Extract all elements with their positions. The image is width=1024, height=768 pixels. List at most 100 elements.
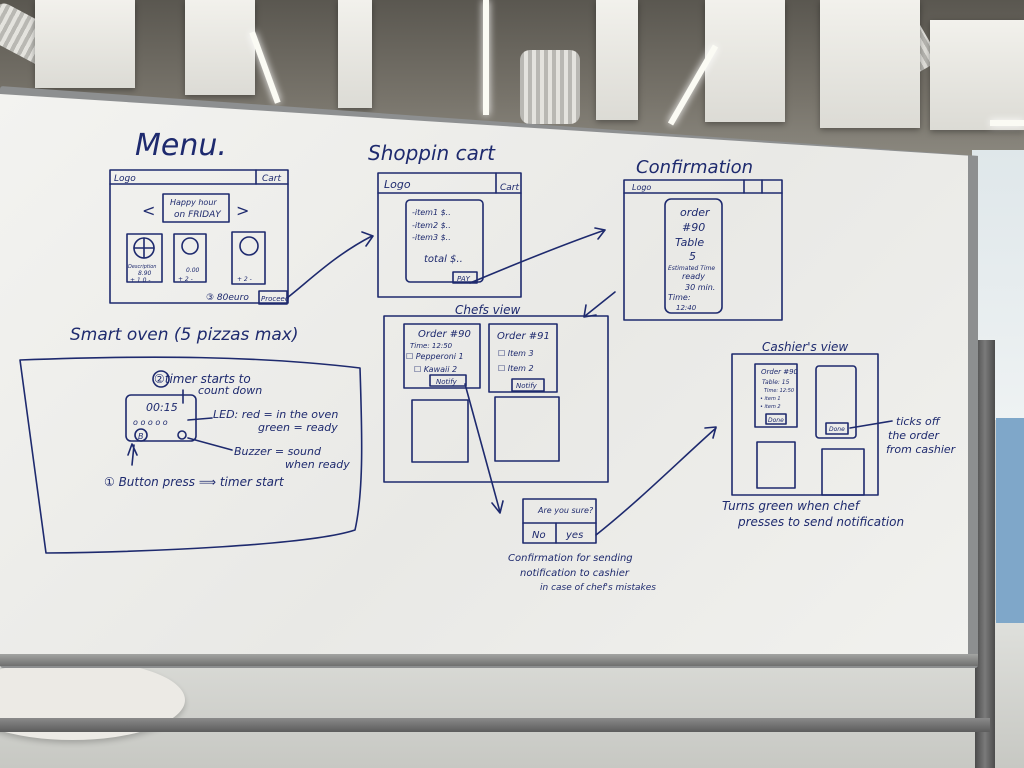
- oven-button[interactable]: [134, 428, 148, 442]
- cashier-view-wireframe: Cashier's view Order #90 Table: 15 Time:…: [722, 340, 957, 529]
- confirmation-order-number: #90: [682, 221, 705, 234]
- button-pointer: [127, 443, 138, 466]
- cashier-order-slot-3: [756, 441, 796, 489]
- ceiling-panel: [338, 0, 372, 108]
- menu-nav-next[interactable]: >: [236, 201, 249, 220]
- menu-item-3-qty[interactable]: + 2 -: [237, 276, 252, 283]
- dish-icon: [181, 237, 199, 255]
- cashier-note-3: from cashier: [886, 443, 957, 456]
- cashier-order-slot-4: [821, 448, 865, 496]
- oven-led-note-2: green = ready: [258, 421, 338, 434]
- menu-banner: [162, 193, 230, 223]
- cashier-done-button-1[interactable]: [765, 413, 787, 425]
- whiteboard: [0, 94, 968, 654]
- ceiling-panel: [930, 20, 1024, 130]
- cashier-order-card: [754, 363, 798, 428]
- cashier-card-item-1: • item 1: [760, 396, 781, 402]
- menu-wireframe: Menu. Logo Cart < > Happy hour on FRIDAY…: [109, 128, 290, 305]
- ceiling-panel: [596, 0, 638, 120]
- menu-item-card-1: [126, 233, 163, 283]
- confirmation-time-label: Time:: [668, 293, 691, 302]
- arrow-notify-to-dialog: [464, 383, 504, 514]
- oven-led-note-1: LED: red = in the oven: [213, 408, 338, 421]
- cashier-note-2: the order: [888, 429, 941, 442]
- oven-buzzer-note-2: when ready: [285, 458, 350, 471]
- chef-order-slot-3: [411, 399, 469, 463]
- ceiling-panel: [820, 0, 920, 128]
- oven-device: [125, 394, 197, 442]
- chef-order-1-notify-button[interactable]: [429, 374, 467, 387]
- chef-order-1-notify-label: Notify: [436, 378, 458, 386]
- menu-item-card-3: [231, 231, 266, 285]
- confirmation-table-number: 5: [689, 250, 696, 263]
- menu-nav-prev[interactable]: <: [142, 201, 155, 220]
- oven-leds: o o o o o: [133, 418, 168, 427]
- chef-order-2-item-2[interactable]: ☐ Item 2: [498, 364, 534, 373]
- cashier-card-item-2: • item 2: [760, 404, 781, 410]
- confirmation-estimated-1: Estimated Time: [668, 265, 715, 272]
- confirmation-title: Confirmation: [636, 157, 753, 178]
- chef-view-title: Chefs view: [455, 303, 520, 317]
- chef-order-card-2: [488, 323, 558, 393]
- oven-step-2b: count down: [198, 384, 262, 397]
- chef-order-1-time: Time: 12:50: [410, 342, 453, 350]
- led-pointer: [187, 417, 213, 421]
- cashier-card-title: Order #90: [761, 368, 799, 376]
- cashier-done-label-1: Done: [768, 417, 784, 424]
- oven-step-1: ① Button press ⟹ timer start: [104, 475, 285, 489]
- confirmation-table-label: Table: [675, 236, 704, 249]
- step-2-marker: [152, 370, 170, 388]
- cashier-order-slot-2: [815, 365, 857, 439]
- menu-item-2-price: 0.00: [186, 267, 200, 274]
- dish-icon: [239, 236, 259, 256]
- blue-partition: [996, 418, 1024, 623]
- ceiling-lamp: [483, 0, 489, 115]
- confirm-dialog-no-button[interactable]: No: [532, 530, 546, 541]
- whiteboard-tray: [0, 654, 978, 666]
- buzzer-pointer: [187, 437, 233, 451]
- chef-order-1-item-2[interactable]: ☐ Kawaii 2: [414, 365, 457, 374]
- chef-order-slot-4: [494, 396, 560, 462]
- oven-timer-display: 00:15: [146, 401, 178, 414]
- cashier-done-button-2[interactable]: [825, 422, 849, 435]
- confirmation-estimated-2: ready: [682, 272, 705, 281]
- menu-total: ③ 80euro: [206, 293, 249, 303]
- arrow-dialog-to-cashier: [595, 426, 717, 536]
- chef-order-1-item-1[interactable]: ☐ Pepperoni 1: [406, 352, 464, 361]
- oven-outline: [19, 356, 363, 554]
- menu-item-2-qty[interactable]: + 2 -: [178, 276, 193, 283]
- confirmation-order-label: order: [680, 206, 711, 219]
- confirmation-estimated-3: 30 min.: [685, 283, 715, 292]
- chef-order-2-notify-button[interactable]: [511, 378, 545, 392]
- menu-item-card-2: [173, 233, 207, 283]
- cart-total: total $..: [424, 254, 463, 265]
- chef-order-2-title: Order #91: [497, 331, 550, 342]
- chef-order-card-1: [403, 323, 481, 389]
- menu-logo: Logo: [114, 174, 136, 184]
- oven-title: Smart oven (5 pizzas max): [70, 325, 299, 345]
- chef-view-wireframe: Chefs view Order #90 Time: 12:50 ☐ Peppe…: [383, 303, 609, 483]
- menu-item-1-qty[interactable]: + 1 0 -: [130, 277, 151, 284]
- cashier-card-table: Table: 15: [762, 379, 790, 386]
- cart-title: Shoppin cart: [368, 141, 496, 165]
- cashier-note-pointer: [849, 420, 893, 429]
- cashier-note-1: ticks off: [896, 415, 941, 428]
- confirmation-time-value: 12:40: [676, 304, 697, 312]
- ceiling-panel: [35, 0, 135, 88]
- cart-cart-label: Cart: [500, 183, 519, 193]
- cart-pay-label: PAY: [457, 275, 471, 283]
- confirmation-wireframe: Confirmation Logo order #90 Table 5 Esti…: [623, 157, 783, 321]
- cart-line-1: -item1 $..: [412, 208, 451, 217]
- cart-line-2: -item2 $..: [412, 221, 451, 230]
- chef-order-2-notify-label: Notify: [516, 382, 538, 390]
- chef-order-2-item-1[interactable]: ☐ Item 3: [498, 349, 534, 358]
- cart-frame: [377, 172, 522, 298]
- menu-frame: [109, 169, 289, 304]
- chef-order-1-title: Order #90: [418, 329, 471, 340]
- chef-view-frame: [383, 315, 609, 483]
- cart-pay-button[interactable]: [452, 271, 478, 284]
- confirm-dialog-yes-button[interactable]: yes: [565, 530, 583, 541]
- confirm-dialog-caption-2: notification to cashier: [520, 568, 630, 579]
- confirm-dialog-caption-1: Confirmation for sending: [508, 553, 633, 564]
